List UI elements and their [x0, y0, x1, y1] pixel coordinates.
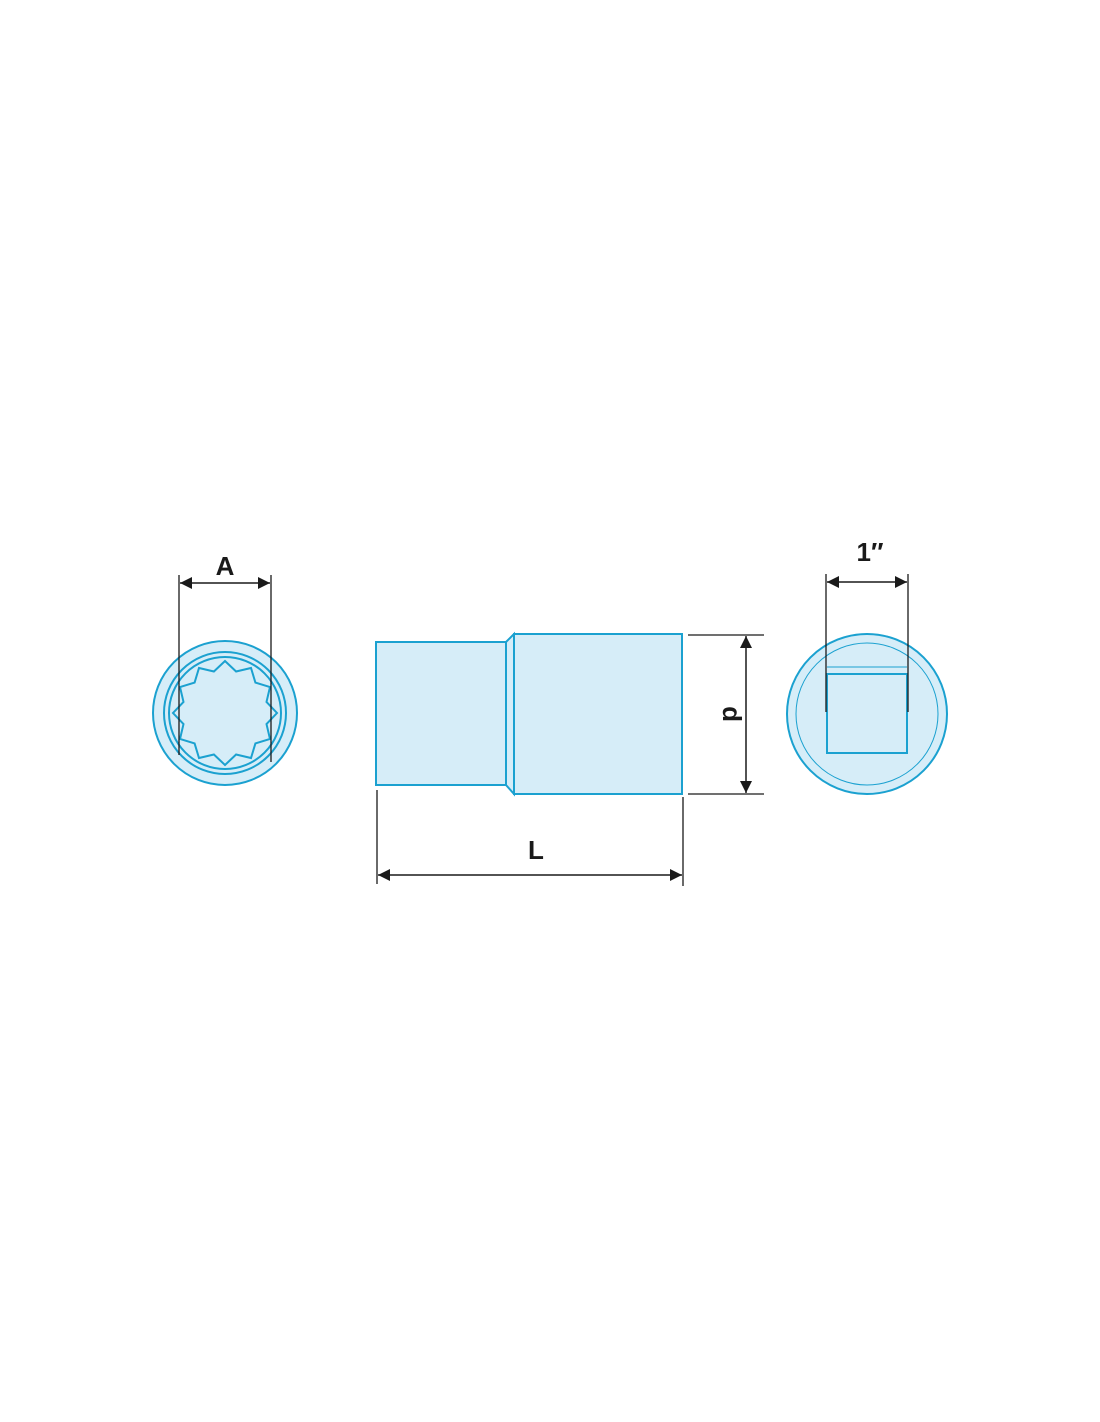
- socket-drive-section: [375, 641, 507, 786]
- dimension-d: d: [688, 634, 764, 795]
- dimension-l-label: L: [528, 835, 544, 865]
- socket-inner-ring: [168, 656, 282, 770]
- dimension-d-label: d: [717, 706, 747, 722]
- socket-body-section: [513, 633, 683, 795]
- socket-side-view: [375, 631, 683, 797]
- socket-shoulder: [505, 631, 515, 797]
- socket-back-view: [786, 633, 948, 795]
- square-drive-opening: [826, 673, 908, 754]
- dimension-drive-label: 1′′: [857, 537, 884, 567]
- socket-front-view: [152, 640, 298, 786]
- dimension-a-label: A: [216, 551, 235, 581]
- socket-chamfer-ring: [163, 651, 287, 775]
- drive-end-inner-circle: [795, 642, 939, 786]
- twelve-point-opening: [171, 659, 279, 767]
- dimension-drive: 1′′: [825, 537, 909, 712]
- dimension-a: A: [178, 551, 272, 762]
- dimension-l: L: [376, 790, 684, 886]
